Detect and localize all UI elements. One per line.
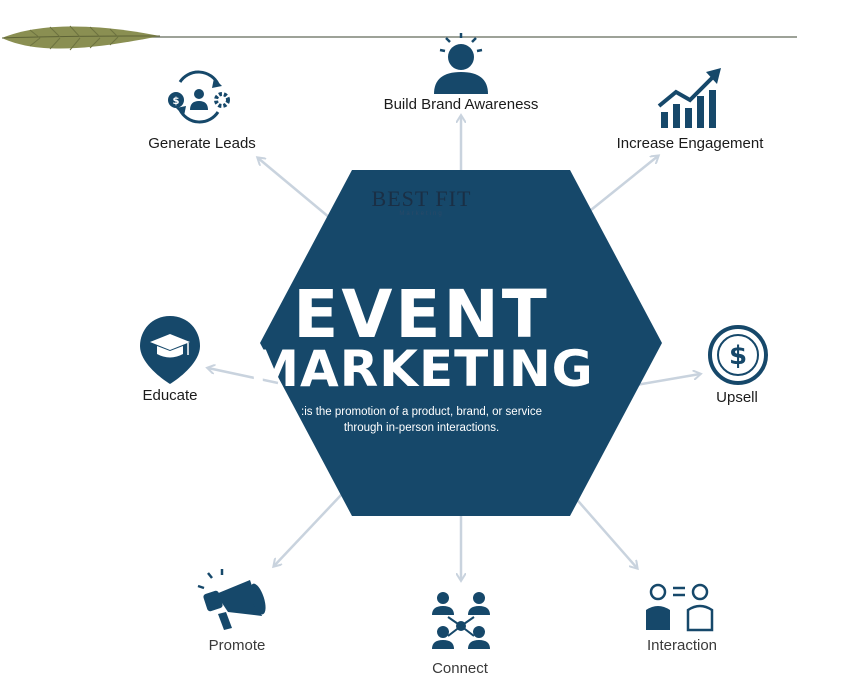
megaphone-icon bbox=[197, 569, 266, 630]
company-logo-subtitle: Marketing bbox=[399, 211, 444, 217]
arrow-promote bbox=[274, 493, 343, 566]
label-increase-engagement: Increase Engagement bbox=[616, 135, 764, 152]
feather-icon bbox=[1, 25, 161, 51]
label-promote: Promote bbox=[208, 637, 266, 654]
definition-text: :is the promotion of a product, brand, o… bbox=[0, 404, 843, 436]
graduation-cap-pin-icon bbox=[140, 316, 200, 384]
person-spotlight-icon bbox=[434, 33, 488, 94]
svg-text:$: $ bbox=[173, 96, 180, 107]
arrow-upsell bbox=[635, 374, 700, 387]
definition-line1: :is the promotion of a product, brand, o… bbox=[301, 406, 542, 418]
arrow-generate-leads bbox=[258, 158, 331, 219]
label-generate-leads: Generate Leads bbox=[148, 135, 256, 152]
main-title-line2: MARKETING bbox=[249, 340, 594, 398]
arrow-educate bbox=[208, 368, 279, 385]
two-people-exchange-icon bbox=[646, 583, 714, 632]
svg-text:$: $ bbox=[729, 341, 747, 371]
connector-arrows bbox=[208, 116, 700, 580]
label-build-brand-awareness: Build Brand Awareness bbox=[383, 96, 539, 113]
label-interaction: Interaction bbox=[646, 637, 718, 654]
growth-bar-chart-icon bbox=[657, 68, 721, 128]
definition-line2: through in-person interactions. bbox=[343, 422, 500, 434]
label-connect: Connect bbox=[432, 660, 488, 677]
label-upsell: Upsell bbox=[716, 389, 758, 406]
arrow-increase-engagement bbox=[585, 156, 658, 215]
company-logo: BEST FIT bbox=[371, 186, 472, 211]
main-title-line1: EVENT bbox=[293, 276, 550, 353]
label-educate: Educate bbox=[142, 387, 198, 404]
lead-cycle-icon: $ bbox=[168, 70, 230, 124]
arrow-interaction bbox=[571, 493, 637, 568]
network-people-icon bbox=[432, 592, 490, 649]
center-hexagon bbox=[260, 170, 662, 516]
dollar-circle-icon: $ bbox=[708, 325, 768, 385]
